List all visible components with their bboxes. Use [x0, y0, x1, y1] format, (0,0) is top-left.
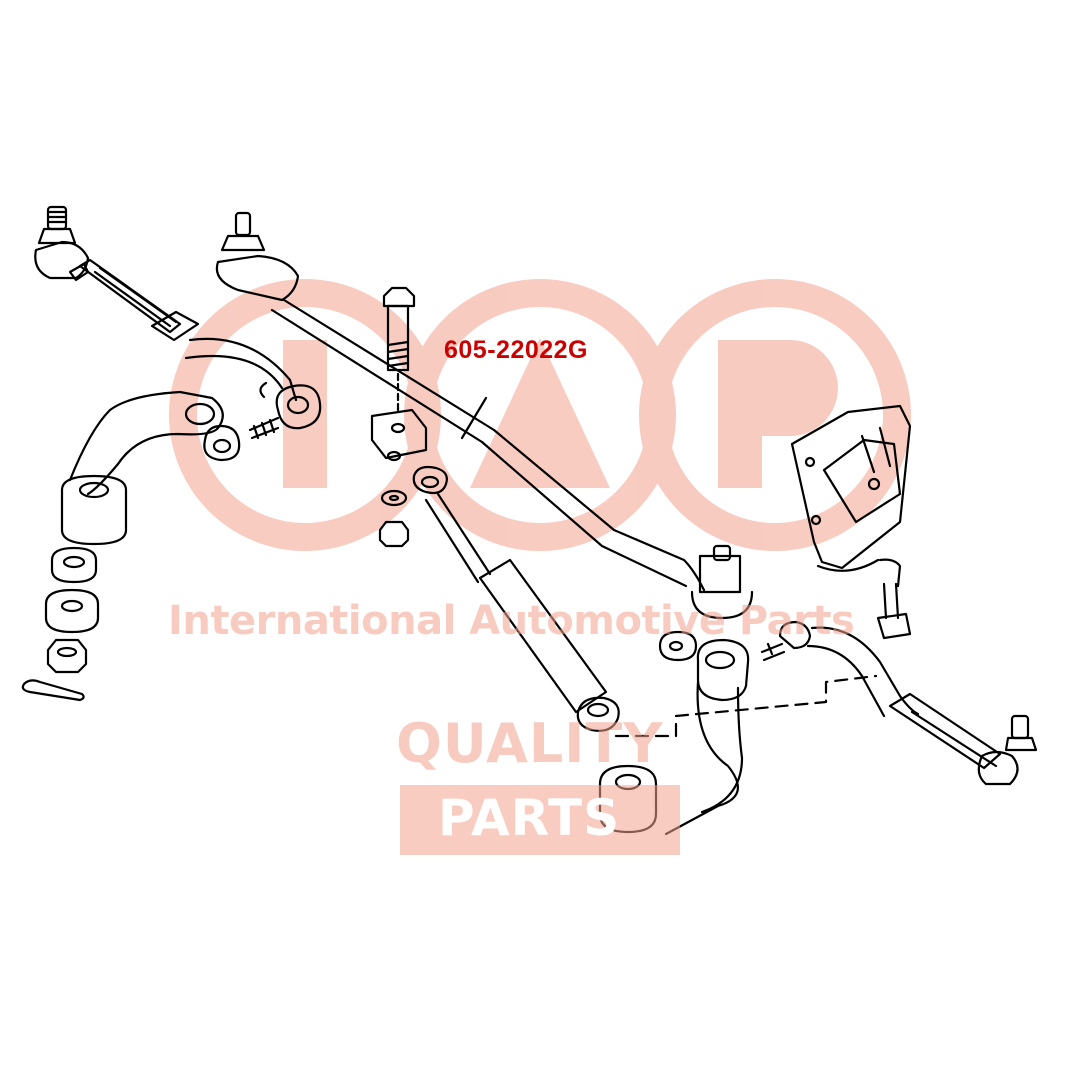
- steering-gear-bracket: [790, 404, 912, 640]
- left-link-bushing: [248, 384, 322, 440]
- idler-bushing-stack: [44, 474, 128, 634]
- left-idler-arm: [68, 390, 241, 496]
- part-pointer-line: [460, 396, 488, 440]
- logo-letter-a: [470, 338, 610, 488]
- iap-logo-watermark: [169, 279, 911, 551]
- clamp-bolt-assembly: [370, 286, 428, 548]
- logo-ring-p: [639, 279, 911, 551]
- left-tie-rod-bar: [184, 337, 298, 402]
- logo-letter-p-bowl: [762, 340, 838, 436]
- cotter-pin: [21, 679, 85, 702]
- line-drawing: [21, 205, 1038, 836]
- center-drag-link: [215, 211, 754, 620]
- watermark-parts-box: [400, 785, 680, 855]
- watermark-tagline: International Automotive Parts: [168, 598, 855, 644]
- part-number-label: 605-22022G: [444, 336, 589, 364]
- left-tie-rod-end: [34, 205, 90, 280]
- left-adjusting-sleeve: [68, 258, 200, 342]
- left-stud-arrow: [259, 381, 268, 399]
- watermark-parts: PARTS: [438, 789, 621, 847]
- steering-damper: [412, 465, 620, 732]
- iap-logo-letters: [283, 338, 838, 488]
- logo-letter-p-stem: [718, 340, 762, 488]
- right-tie-rod: [760, 620, 1038, 786]
- castle-nut: [46, 638, 88, 674]
- assembly-guide-dashed: [614, 674, 878, 738]
- watermark-quality: QUALITY: [396, 712, 664, 775]
